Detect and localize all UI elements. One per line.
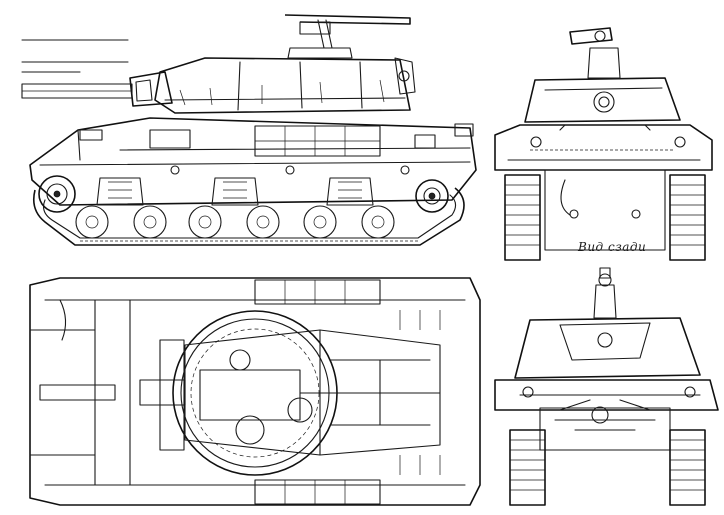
front-view bbox=[495, 268, 718, 505]
rear-view-label: Вид сзади bbox=[578, 240, 647, 254]
top-view bbox=[30, 278, 480, 505]
rear-view bbox=[495, 28, 712, 260]
side-view bbox=[22, 15, 476, 245]
